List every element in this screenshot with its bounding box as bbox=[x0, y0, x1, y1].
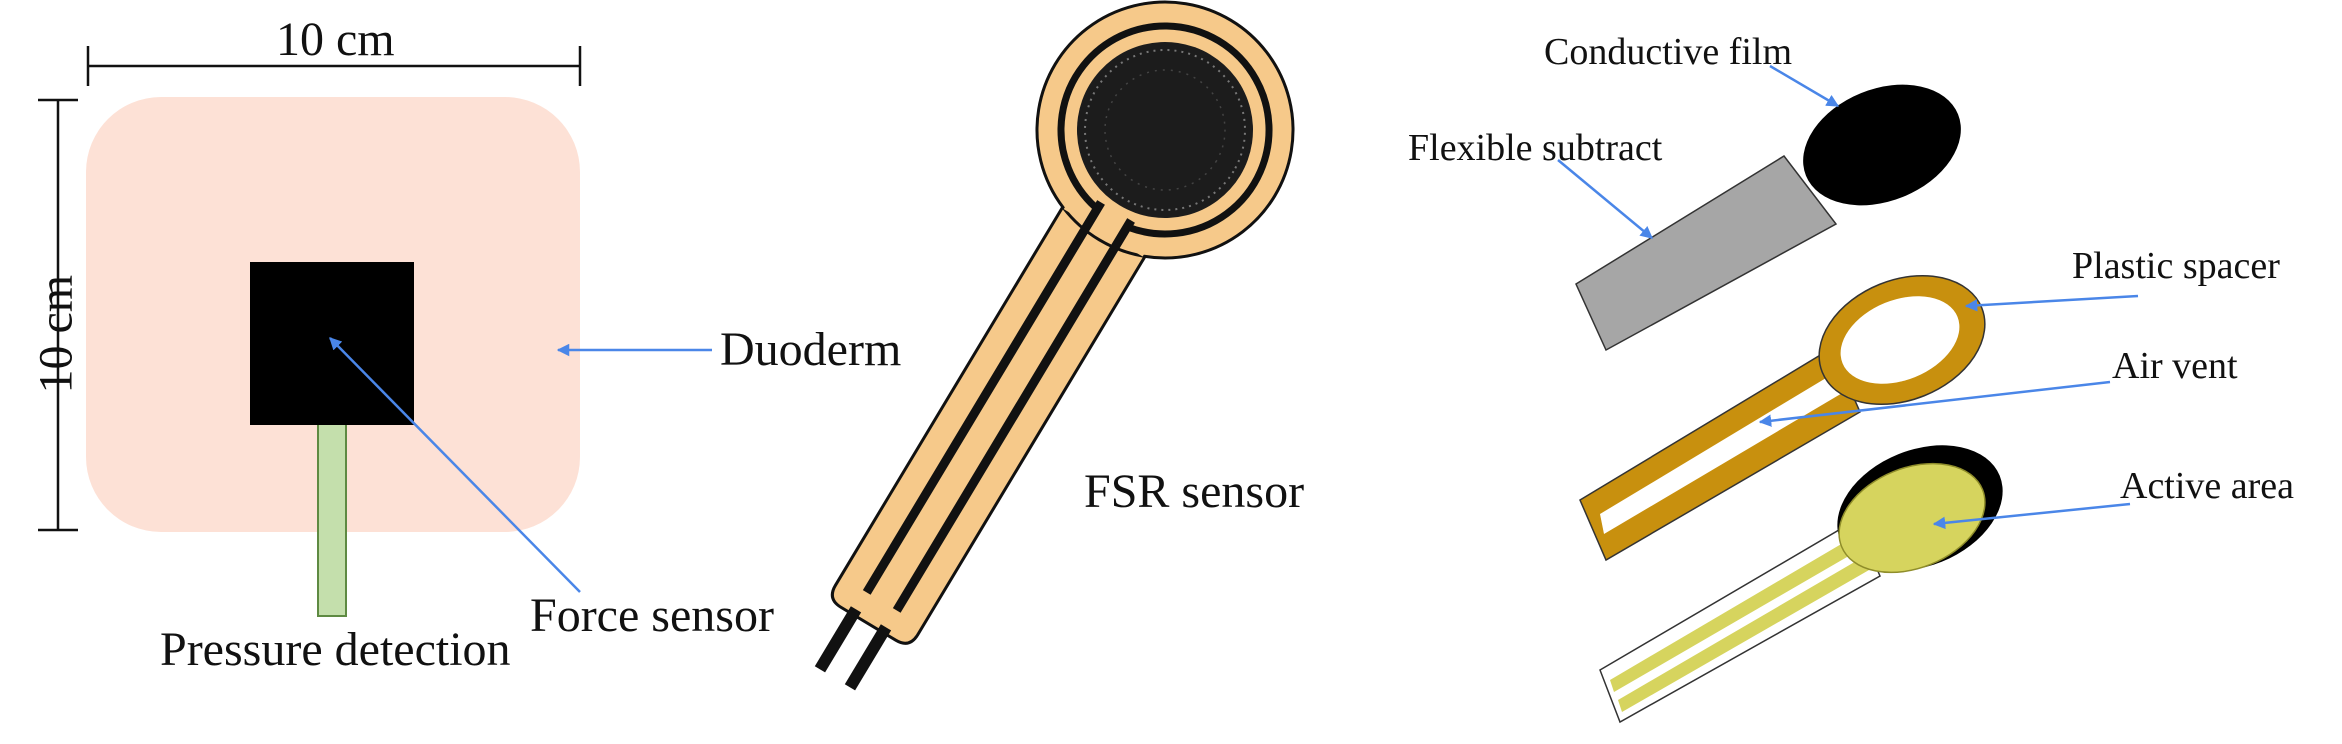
fsr-active-area bbox=[1077, 42, 1253, 218]
active-trace-1 bbox=[1610, 533, 1866, 692]
sensor-lead-strip bbox=[317, 421, 347, 617]
height-dimension-line bbox=[38, 98, 78, 532]
conductive-film-label: Conductive film bbox=[1544, 31, 1793, 73]
fsr-trace-ring bbox=[1057, 22, 1273, 238]
width-dimension-label: 10 cm bbox=[276, 13, 395, 66]
plastic-spacer-arrow bbox=[1964, 294, 2139, 312]
conductive-film-arrow bbox=[1769, 64, 1840, 108]
plastic-spacer-label: Plastic spacer bbox=[2072, 245, 2280, 287]
flexible-substrate bbox=[1575, 155, 1838, 352]
right-panel bbox=[1557, 64, 2139, 724]
air-vent-arrow bbox=[1758, 380, 2111, 427]
active-trace-2 bbox=[1618, 553, 1876, 712]
force-sensor-label: Force sensor bbox=[530, 589, 774, 642]
fsr-sensor-drawing bbox=[814, 0, 1295, 691]
air-vent-channel bbox=[1600, 372, 1844, 534]
active-area-label: Active area bbox=[2120, 465, 2295, 507]
flexible-subtract-arrow bbox=[1557, 159, 1653, 239]
fsr-pin-left bbox=[814, 606, 862, 673]
width-dimension-line bbox=[86, 46, 582, 86]
force-sensor-square bbox=[250, 262, 414, 425]
pressure-detection-label: Pressure detection bbox=[160, 623, 511, 676]
flexible-subtract-label: Flexible subtract bbox=[1408, 127, 1663, 169]
fsr-sensor-label: FSR sensor bbox=[1084, 465, 1305, 518]
duoderm-label: Duoderm bbox=[720, 323, 902, 376]
left-panel bbox=[38, 46, 712, 617]
spacer-hole bbox=[1840, 296, 1960, 384]
force-sensor-arrow bbox=[329, 337, 581, 593]
active-area-pad bbox=[1838, 462, 1986, 574]
conductive-film bbox=[1803, 84, 1961, 206]
active-area-arrow bbox=[1932, 502, 2131, 530]
fsr-trace-right bbox=[892, 218, 1135, 613]
height-dimension-label: 10 cm bbox=[29, 274, 83, 394]
air-vent-label: Air vent bbox=[2112, 345, 2238, 387]
fsr-trace-left bbox=[862, 200, 1105, 595]
fsr-body bbox=[830, 188, 1157, 645]
fsr-pin-right bbox=[844, 624, 892, 691]
